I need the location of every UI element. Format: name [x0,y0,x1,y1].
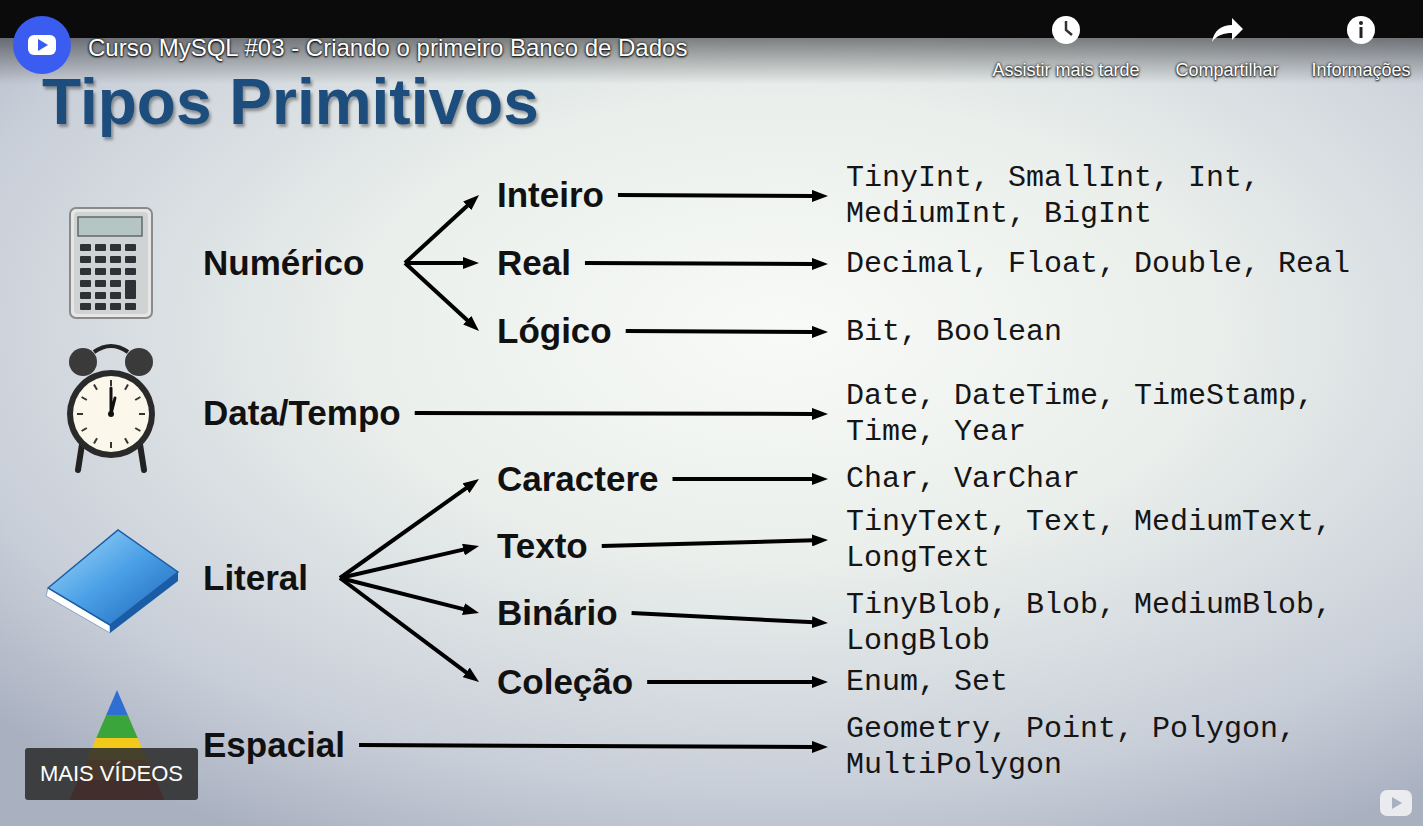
slide-title: Tipos Primitivos [42,70,539,134]
branch-arrow [585,261,814,266]
node-text: Caractere [497,459,659,499]
branch-arrow [415,411,814,416]
clock-handle [94,346,128,352]
header-bar [0,0,1423,38]
share-icon [1212,18,1243,42]
calculator-keys [80,244,136,310]
calculator-panel [74,212,148,314]
subcategory-label: Real [497,243,571,283]
type-list: TinyInt, SmallInt, Int, MediumInt, BigIn… [846,160,1366,232]
clock-ticks [77,380,145,448]
subcategory-label: Binário [497,593,618,633]
clock-pin [108,411,114,417]
info-circle [1347,16,1375,44]
action-label: Compartilhar [1175,60,1278,81]
watermark-play [1392,797,1402,809]
clock-bell [125,348,153,376]
calculator-display [78,217,142,236]
node-text: TinyInt, SmallInt, Int, MediumInt, BigIn… [846,160,1366,232]
type-list: Char, VarChar [846,461,1366,497]
category-label: Literal [203,558,308,598]
node-text: Lógico [497,311,612,351]
branch-arrow [340,549,465,578]
channel-logo [13,16,71,74]
subcategory-label: Coleção [497,662,633,702]
book-icon [46,530,178,633]
node-text: Texto [497,526,588,566]
type-list: Date, DateTime, TimeStamp, Time, Year [846,378,1366,450]
calculator-body [70,208,152,318]
node-text: Decimal, Float, Double, Real [846,246,1366,282]
branch-arrow [602,540,814,546]
subcategory-label: Caractere [497,459,659,499]
node-text: Espacial [203,725,345,765]
pyramid-layer [106,690,128,715]
pyramid-layer [96,715,137,738]
action-label: Assistir mais tarde [992,60,1139,81]
type-list: TinyBlob, Blob, MediumBlob, LongBlob [846,587,1366,659]
node-text: Bit, Boolean [846,314,1366,350]
info-dot [1359,21,1363,25]
node-text: Enum, Set [846,664,1366,700]
branch-arrow [673,477,815,481]
category-label: Numérico [203,243,364,283]
node-text: Literal [203,558,308,598]
branch-arrow [340,578,468,674]
logo-play-box [28,35,56,55]
video-title: Curso MySQL #03 - Criando o primeiro Ban… [88,34,687,62]
node-text: Numérico [203,243,364,283]
clock-hands [111,388,115,414]
node-text: Binário [497,593,618,633]
category-label: Data/Tempo [203,393,401,433]
type-list: Enum, Set [846,664,1366,700]
share-arrow [1212,18,1243,42]
branch-arrow [626,329,814,334]
watch-later-icon [1052,16,1080,44]
subcategory-label: Texto [497,526,588,566]
info-bar [1360,27,1363,38]
node-text: Geometry, Point, Polygon, MultiPolygon [846,711,1366,783]
branch-arrow [405,263,469,322]
logo-circle [13,16,71,74]
clock-face [73,376,149,452]
type-list: TinyText, Text, MediumText, LongText [846,504,1366,576]
clock-rim [67,370,155,458]
action-label: Informações [1311,60,1410,81]
subcategory-label: Lógico [497,311,612,351]
node-text: Inteiro [497,175,604,215]
watermark-box [1380,790,1412,816]
node-text: Char, VarChar [846,461,1366,497]
node-text: Coleção [497,662,633,702]
branch-arrow [340,487,468,578]
clock-face [1052,16,1080,44]
branch-arrow [632,613,814,622]
branch-arrow [618,193,814,198]
node-text: Date, DateTime, TimeStamp, Time, Year [846,378,1366,450]
clock-hands [1066,21,1072,35]
type-list: Geometry, Point, Polygon, MultiPolygon [846,711,1366,783]
logo-play [38,39,48,51]
node-text: Data/Tempo [203,393,401,433]
type-list: Bit, Boolean [846,314,1366,350]
type-list: Decimal, Float, Double, Real [846,246,1366,282]
clock-bell [69,348,97,376]
book-cover [48,530,178,625]
watermark-icon [1380,790,1412,816]
node-text: TinyBlob, Blob, MediumBlob, LongBlob [846,587,1366,659]
node-text: TinyText, Text, MediumText, LongText [846,504,1366,576]
more-videos-button: MAIS VÍDEOS [25,748,198,800]
branch-arrow [647,680,814,684]
node-text: MAIS VÍDEOS [40,761,183,787]
calculator-icon [70,208,152,318]
category-label: Espacial [203,725,345,765]
node-text: Real [497,243,571,283]
branch-arrow [405,204,469,263]
alarm-clock-icon [67,346,155,470]
branch-arrow [359,745,814,747]
info-icon [1347,16,1375,44]
subcategory-label: Inteiro [497,175,604,215]
branch-arrow [405,261,465,265]
